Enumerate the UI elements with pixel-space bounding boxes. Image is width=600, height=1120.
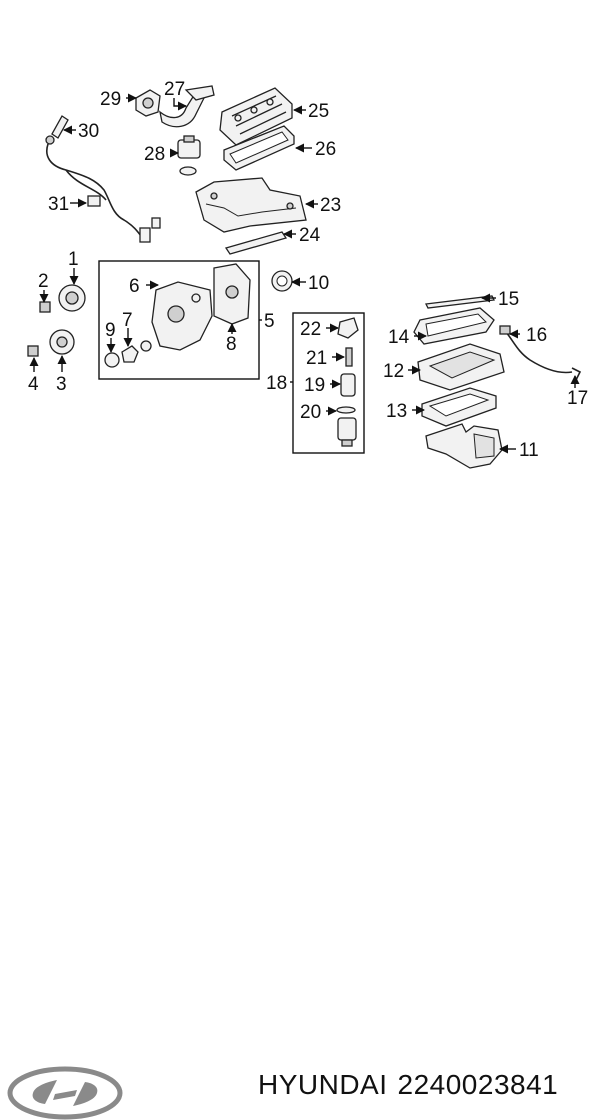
gasket-part [121,345,139,363]
pan-gasket-lower-part [421,387,497,427]
wiring-harness-part [46,143,161,243]
timing-cover-upper-part [195,177,307,233]
sensor-part [177,135,201,176]
callout-18: 18 [266,373,287,394]
callout-26: 26 [315,139,336,160]
callout-8: 8 [226,334,237,355]
callout-31: 31 [48,194,69,215]
engine-parts-diagram: 29 27 25 26 28 30 31 23 24 1 2 3 4 6 9 7… [27,79,588,469]
oil-filter-cap-part [337,317,359,339]
footer-brand: HYUNDAI 2240023841 [0,520,600,1120]
pan-gasket-upper-part [413,307,495,345]
callout-23: 23 [320,195,341,216]
callout-28: 28 [144,144,165,165]
callout-7: 7 [122,310,133,331]
timing-cover-right-part [213,263,251,325]
callout-19: 19 [304,375,325,396]
callout-6: 6 [129,276,140,297]
washer-part [140,340,152,352]
leader-lines [29,93,580,454]
gasket-strip-part [224,231,288,255]
callout-24: 24 [299,225,321,246]
part-number: 2240023841 [397,1069,559,1100]
seal-part [104,352,120,368]
part-caption: HYUNDAI 2240023841 [258,1069,568,1101]
callout-15: 15 [498,289,519,310]
valve-cover-part [219,87,293,146]
callout-9: 9 [105,320,116,341]
callout-20: 20 [300,402,321,423]
callout-10: 10 [308,273,329,294]
dipstick-tube-part [425,295,495,309]
timing-cover-part [151,281,213,351]
o-ring-part [336,406,356,414]
callout-4: 4 [28,374,39,395]
callout-1: 1 [68,249,79,270]
callout-2: 2 [38,271,49,292]
filter-stud-part [345,347,353,367]
oil-pan-lower-part [425,423,503,469]
oil-pan-upper-part [417,343,505,391]
damper-part [49,329,75,355]
front-seal-part [271,270,293,292]
brand-name: HYUNDAI [258,1069,388,1100]
callout-12: 12 [383,361,404,382]
hyundai-logo-icon [7,1066,123,1120]
callout-29: 29 [100,89,121,110]
callout-16: 16 [526,325,547,346]
valve-cover-gasket-part [223,125,295,171]
callout-3: 3 [56,374,67,395]
callout-27: 27 [164,79,185,100]
callout-labels: 29 27 25 26 28 30 31 23 24 1 2 3 4 6 9 7… [28,79,588,461]
callout-17: 17 [567,388,588,409]
oxygen-sensor-part [45,115,69,145]
coolant-hose-part [159,85,215,128]
callout-11: 11 [519,440,539,461]
callout-5: 5 [264,311,275,332]
damper-bolt-part [27,345,39,357]
pulley-bolt-part [39,301,51,313]
callout-30: 30 [78,121,99,142]
callout-14: 14 [388,327,410,348]
crankshaft-pulley-part [58,284,86,312]
oil-filter-element-part [340,373,356,397]
filter-housing-part [337,417,357,447]
callout-13: 13 [386,401,407,422]
callout-25: 25 [308,101,329,122]
callout-21: 21 [306,348,327,369]
thermostat-housing-part [135,89,161,117]
oil-filter-group-frame [292,312,365,454]
callout-22: 22 [300,319,321,340]
